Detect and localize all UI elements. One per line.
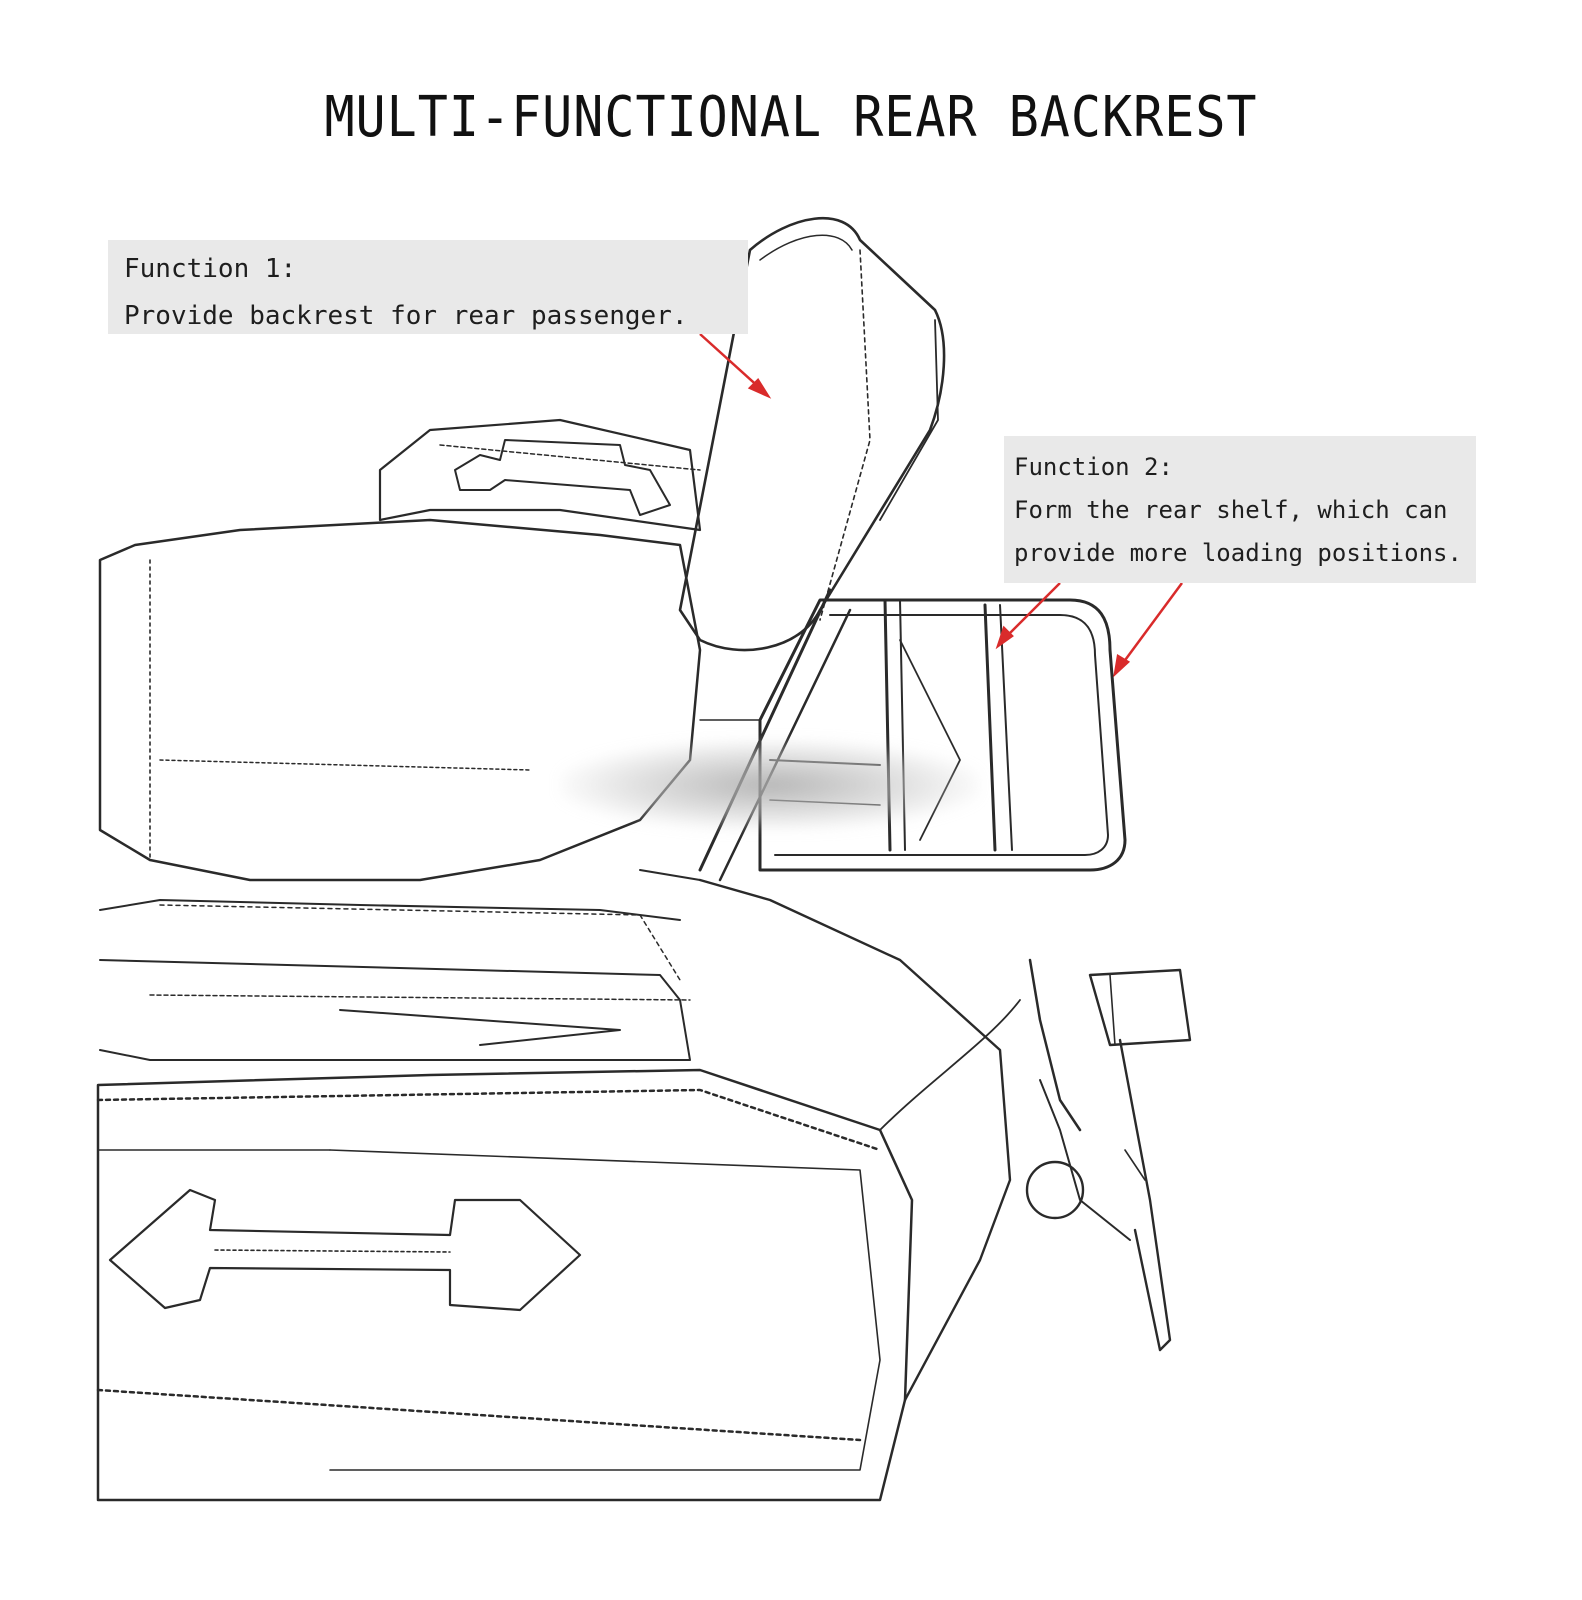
callout-2-heading: Function 2: bbox=[1014, 453, 1173, 481]
rack-bar-3 bbox=[983, 603, 997, 852]
callout-function-1: Function 1: Provide backrest for rear pa… bbox=[108, 240, 748, 334]
license-bracket bbox=[1118, 1038, 1172, 1352]
callout-1-heading: Function 1: bbox=[124, 254, 297, 284]
rear-fender bbox=[698, 878, 1012, 1402]
saddlebag-handle bbox=[108, 1188, 582, 1312]
saddlebag-inner-panel bbox=[329, 1149, 881, 1471]
saddlebag-lid-stitch bbox=[96, 1088, 882, 1152]
luggage-rack-frame bbox=[758, 598, 1127, 872]
backrest-pad bbox=[678, 217, 946, 652]
turn-signal bbox=[1088, 968, 1192, 1047]
blurred-region bbox=[560, 740, 980, 830]
arrow-function-2b bbox=[1118, 582, 1184, 668]
callout-function-2: Function 2: Form the rear shelf, which c… bbox=[1004, 436, 1476, 583]
trunk-handle bbox=[454, 439, 671, 516]
arrow-function-1 bbox=[699, 333, 763, 391]
arrow-function-2a bbox=[1002, 582, 1061, 641]
page-title: MULTI-FUNCTIONAL REAR BACKREST bbox=[324, 84, 1258, 150]
callout-1-line-1: Provide backrest for rear passenger. bbox=[124, 301, 688, 331]
tail-lamp bbox=[1025, 1160, 1085, 1220]
rack-bar-4 bbox=[999, 604, 1013, 851]
tour-trunk-top bbox=[378, 418, 702, 532]
turn-signal-bracket bbox=[1028, 958, 1082, 1132]
luggage-rack-inner bbox=[774, 614, 1109, 856]
saddlebag-bottom-stitch bbox=[96, 1388, 862, 1442]
saddlebag-outline bbox=[96, 1068, 914, 1502]
callout-2-line-1: Form the rear shelf, which can bbox=[1014, 496, 1448, 524]
callout-2-line-2: provide more loading positions. bbox=[1014, 539, 1462, 567]
